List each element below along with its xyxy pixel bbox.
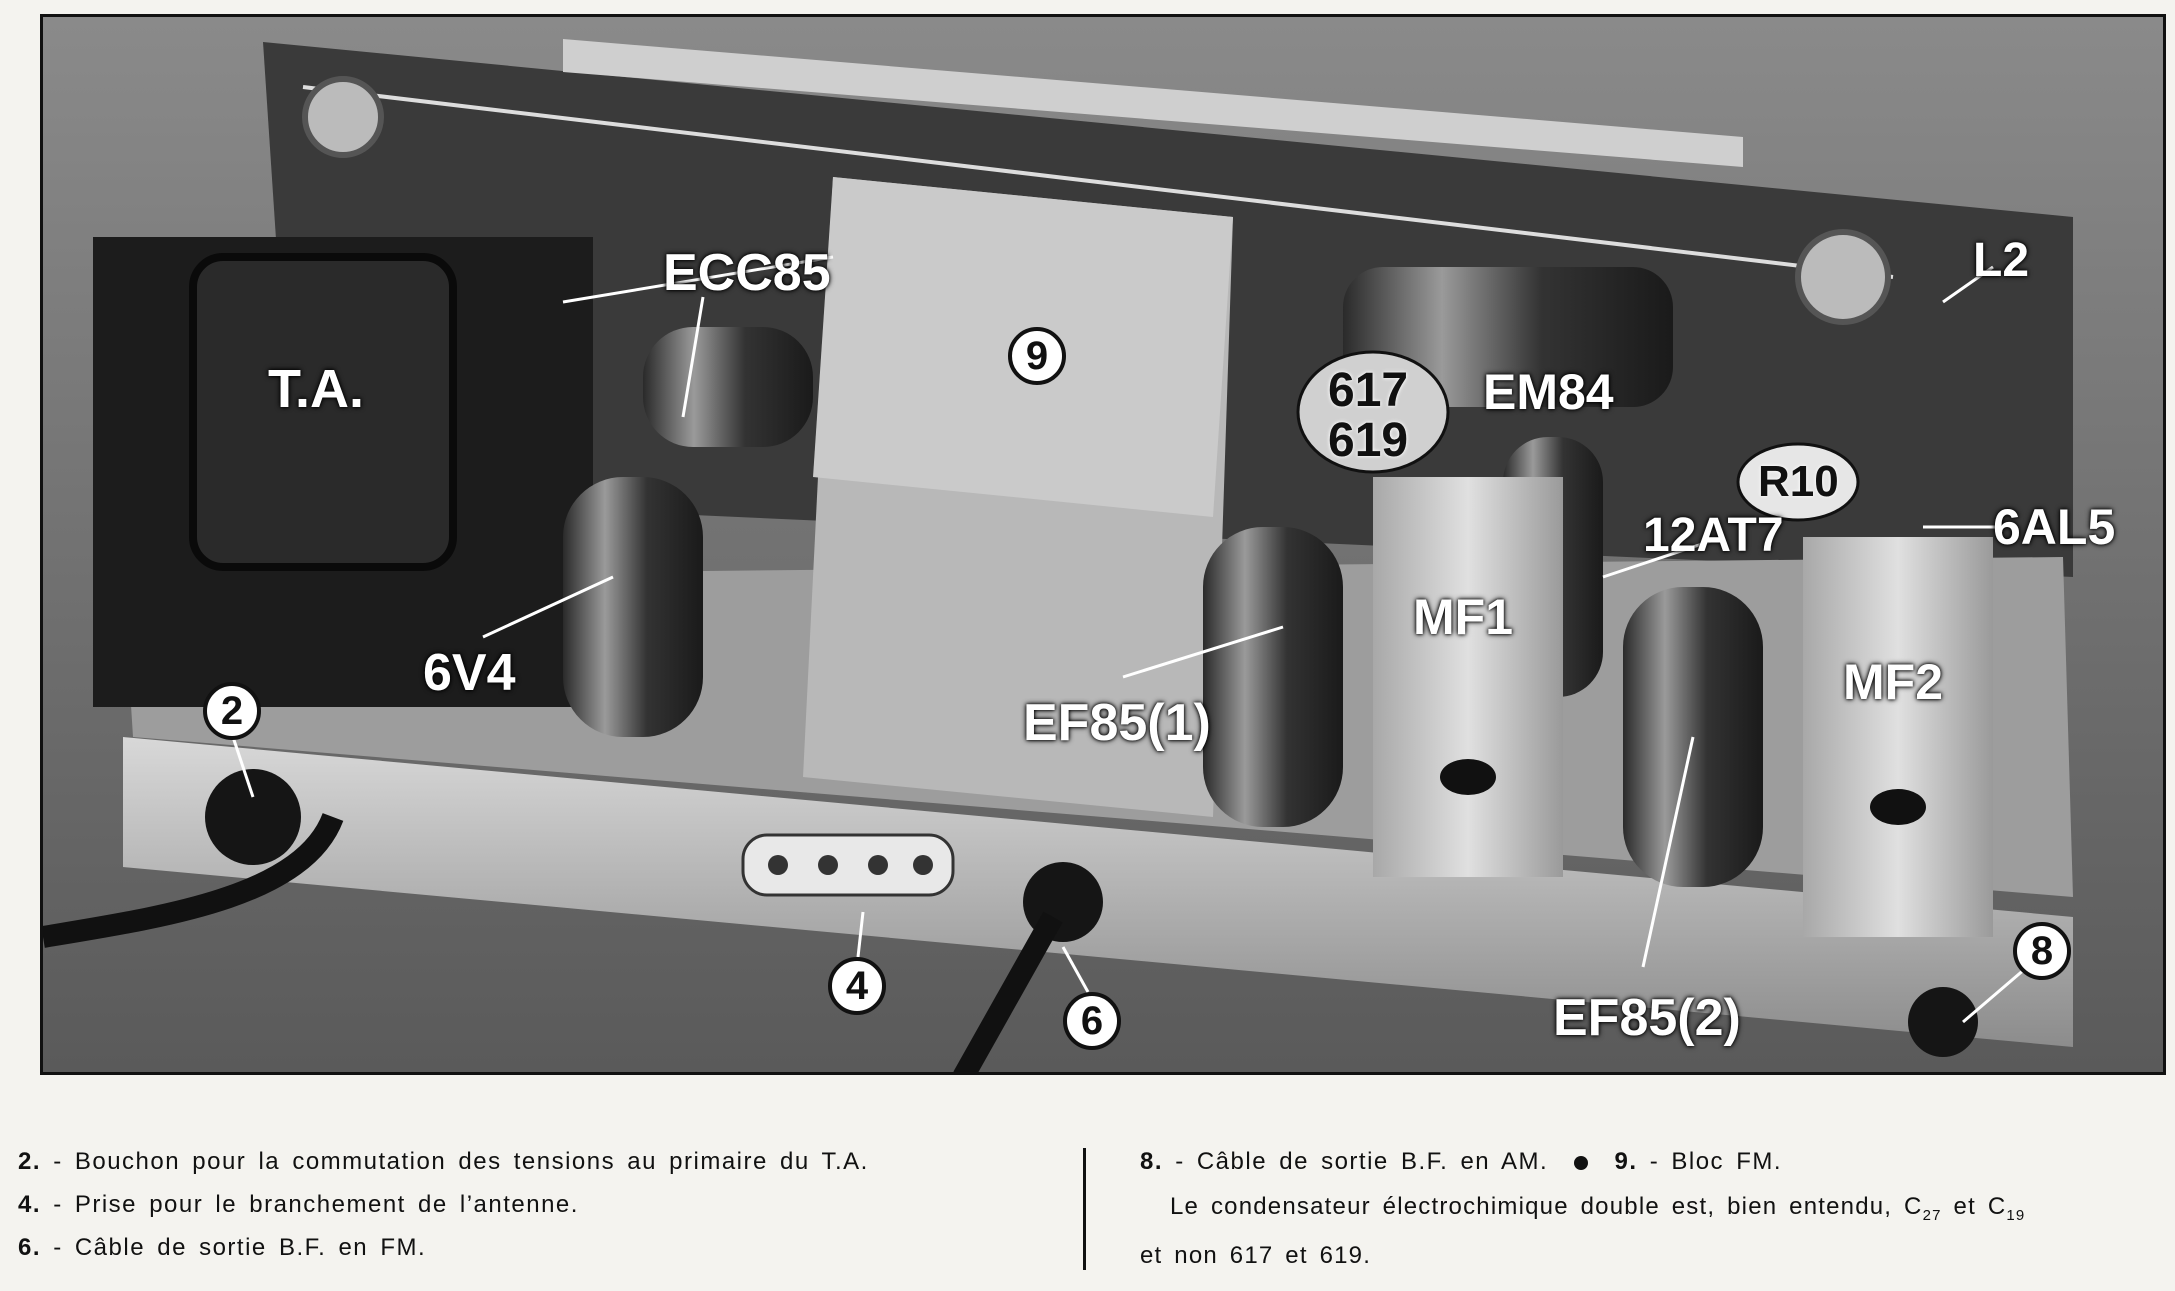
leader-ef85-2	[1641, 736, 1695, 968]
label-619: 619	[1328, 414, 1409, 467]
caption-num: 9.	[1614, 1148, 1638, 1175]
label-mf2: MF2	[1843, 654, 1943, 710]
label-em84: EM84	[1483, 364, 1614, 420]
label-12at7: 12AT7	[1643, 509, 1784, 562]
capacitor-note-end: et non 617 et 619.	[1140, 1241, 1372, 1269]
leader-l2	[1942, 265, 1994, 304]
callout-4: 4	[828, 957, 886, 1015]
caption-item-8-9: 8. - Câble de sortie B.F. en AM. 9. - Bl…	[1140, 1140, 2160, 1183]
callout-2: 2	[203, 682, 261, 740]
leader-ef85-1	[1122, 625, 1284, 679]
leader-ecc85	[562, 255, 834, 304]
socket-hole-3	[868, 855, 888, 875]
caption-text: - Câble de sortie B.F. en AM.	[1175, 1148, 1549, 1175]
can-mf2-slot	[1870, 789, 1926, 825]
caption-text: - Bouchon pour la commutation des tensio…	[53, 1148, 869, 1175]
callout-8: 8	[2013, 922, 2071, 980]
resistor-r10	[1736, 442, 1860, 522]
can-mf1-slot	[1440, 759, 1496, 795]
grommet-2	[205, 769, 301, 865]
caption-num: 8.	[1140, 1148, 1164, 1175]
grommet-8	[1908, 987, 1978, 1057]
chassis-illustration	[43, 17, 2163, 1072]
note-sub: 27	[1922, 1206, 1942, 1224]
label-ef85-2: EF85(2)	[1553, 989, 1741, 1047]
socket-hole-4	[913, 855, 933, 875]
capacitor-617-619	[1296, 350, 1450, 474]
caption-divider	[1083, 1148, 1086, 1270]
bullet-icon	[1574, 1155, 1589, 1170]
leader-12at7	[1602, 535, 1724, 579]
caption-text: - Câble de sortie B.F. en FM.	[53, 1234, 427, 1261]
caption-text: - Bloc FM.	[1649, 1148, 1783, 1175]
caption-item-4: 4. - Prise pour le branchement de l’ante…	[18, 1183, 1068, 1226]
socket-hole-2	[818, 855, 838, 875]
callout-9: 9	[1008, 327, 1066, 385]
caption-left-column: 2. - Bouchon pour la commutation des ten…	[18, 1140, 1068, 1269]
label-ecc85: ECC85	[663, 244, 831, 302]
tube-ef85-1	[1203, 527, 1343, 827]
chassis-photo: ECC85 T.A. 6V4 EM84 L2 617 619 R10 12AT7…	[40, 14, 2166, 1075]
socket-hole-1	[768, 855, 788, 875]
label-r10: R10	[1758, 457, 1839, 506]
caption-text: - Prise pour le branchement de l’antenne…	[53, 1191, 579, 1218]
pulley-left	[302, 76, 384, 158]
label-6al5: 6AL5	[1993, 499, 2116, 555]
dial-cord	[302, 85, 1894, 279]
can-mf1	[1373, 477, 1563, 877]
caption-num: 2.	[18, 1148, 42, 1175]
tube-ecc85	[643, 327, 813, 447]
leader-4	[856, 911, 865, 958]
tube-6v4	[563, 477, 703, 737]
dial-rail	[563, 39, 1743, 167]
note-sub: 19	[2006, 1206, 2026, 1224]
note-text: Le condensateur électrochimique double e…	[1170, 1193, 1923, 1220]
caption-area: 2. - Bouchon pour la commutation des ten…	[0, 1140, 2175, 1280]
label-617: 617	[1328, 364, 1409, 417]
callout-6: 6	[1063, 992, 1121, 1050]
caption-right-column: 8. - Câble de sortie B.F. en AM. 9. - Bl…	[1140, 1140, 2160, 1276]
antenna-socket	[741, 833, 955, 897]
cable-2	[43, 812, 344, 948]
capacitor-note: Le condensateur électrochimique double e…	[1140, 1187, 2160, 1236]
leader-2	[231, 736, 255, 798]
label-mf1: MF1	[1413, 589, 1513, 645]
pulley-right	[1795, 229, 1891, 325]
transformer-core	[189, 253, 457, 571]
caption-num: 4.	[18, 1191, 42, 1218]
label-l2: L2	[1973, 234, 2030, 287]
leader-6	[1061, 946, 1090, 993]
label-ta: T.A.	[268, 359, 365, 419]
caption-num: 6.	[18, 1234, 42, 1261]
can-mf2	[1803, 537, 1993, 937]
caption-item-6: 6. - Câble de sortie B.F. en FM.	[18, 1226, 1068, 1269]
label-ef85-1: EF85(1)	[1023, 694, 1211, 752]
leader-ecc85-b	[681, 296, 705, 418]
note-text: et C	[1941, 1193, 2007, 1220]
leader-6v4	[482, 575, 614, 639]
label-6v4: 6V4	[423, 644, 516, 702]
cable-6	[953, 911, 1063, 1072]
caption-item-2: 2. - Bouchon pour la commutation des ten…	[18, 1140, 1068, 1183]
